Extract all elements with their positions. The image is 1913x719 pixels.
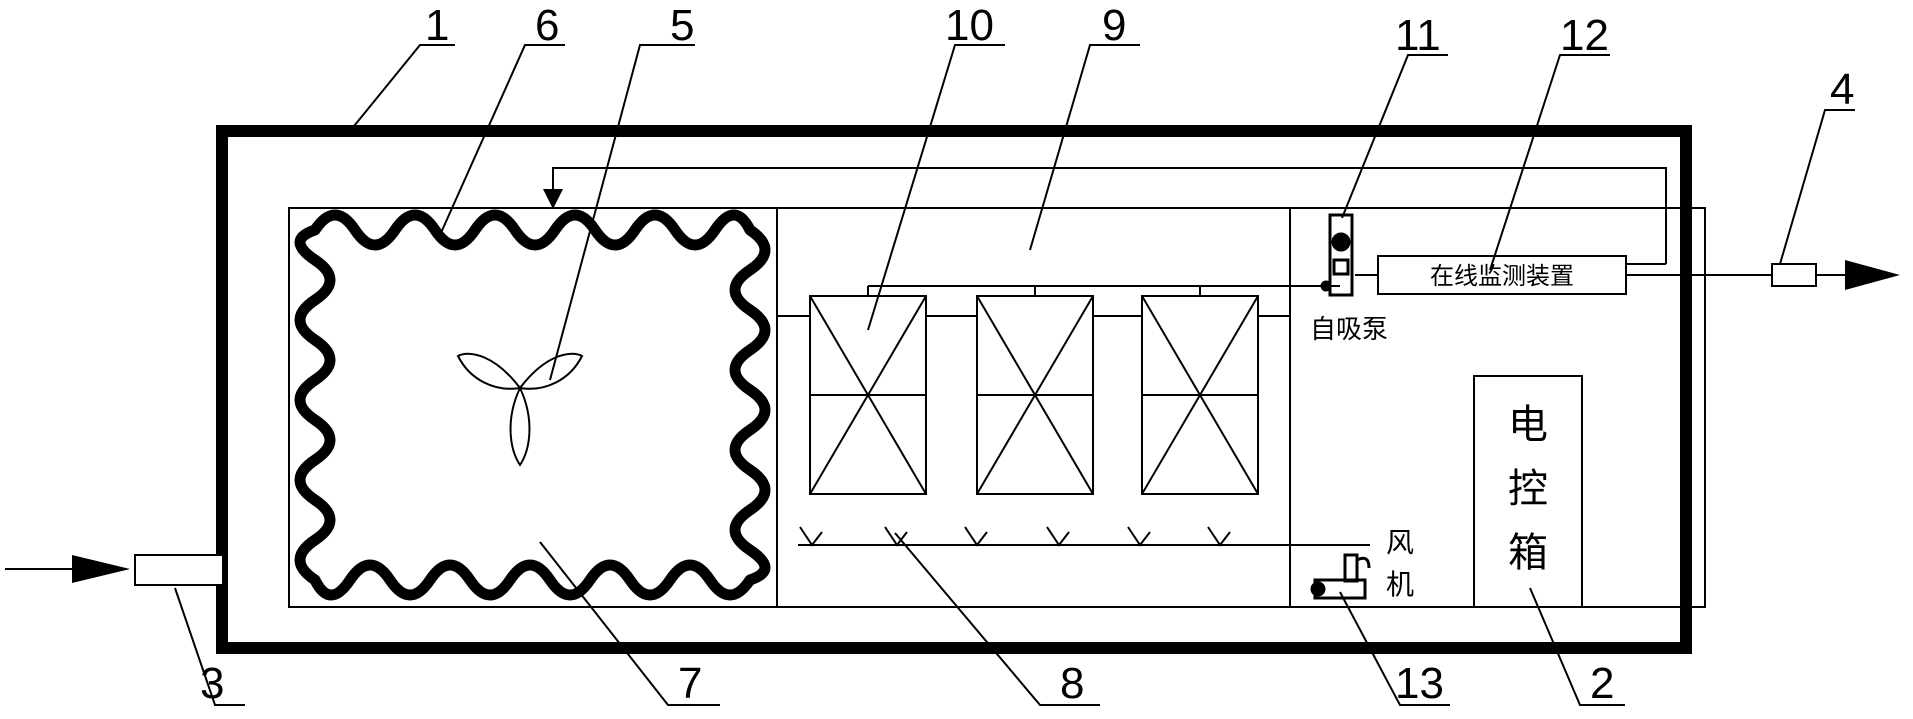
return-line bbox=[543, 167, 1667, 265]
aeration-line bbox=[798, 526, 1370, 547]
callout-11: 11 bbox=[1395, 11, 1441, 60]
permeate-line bbox=[867, 285, 1340, 296]
inlet-arrow bbox=[72, 555, 130, 583]
callout-6: 6 bbox=[535, 1, 559, 50]
outer-container bbox=[216, 125, 1692, 654]
leader-lines bbox=[174, 44, 1855, 706]
callout-1: 1 bbox=[425, 1, 449, 50]
blower-icon bbox=[1310, 553, 1371, 600]
monitor-box bbox=[1377, 255, 1627, 295]
callout-9: 9 bbox=[1102, 1, 1126, 50]
callout-5: 5 bbox=[670, 1, 694, 50]
ctrl-label-line2: 控 bbox=[1508, 466, 1548, 512]
callout-10: 10 bbox=[945, 1, 994, 50]
inlet-pipe bbox=[134, 554, 224, 586]
fan-label-line1: 风 bbox=[1386, 526, 1414, 559]
ctrl-label-line1: 电 bbox=[1508, 402, 1548, 448]
callout-4: 4 bbox=[1830, 65, 1854, 114]
inner-chamber bbox=[288, 207, 1706, 608]
outlet-pipe bbox=[1771, 263, 1817, 287]
callout-13: 13 bbox=[1395, 659, 1444, 708]
fan-label-line2: 机 bbox=[1386, 568, 1414, 601]
callout-8: 8 bbox=[1060, 659, 1084, 708]
callout-3: 3 bbox=[200, 659, 224, 708]
callout-7: 7 bbox=[678, 659, 702, 708]
wavy-tank bbox=[294, 209, 771, 601]
pump-label: 自吸泵 bbox=[1310, 315, 1388, 345]
control-box bbox=[1473, 375, 1583, 608]
filter-modules bbox=[777, 295, 1290, 495]
stirrer-blades bbox=[456, 352, 584, 467]
callout-12: 12 bbox=[1560, 11, 1609, 60]
ctrl-label-line3: 箱 bbox=[1508, 530, 1548, 576]
outlet-arrow bbox=[1845, 260, 1900, 290]
pump-icon bbox=[1320, 213, 1354, 297]
callout-2: 2 bbox=[1590, 659, 1614, 708]
monitor-label: 在线监测装置 bbox=[1430, 262, 1574, 290]
